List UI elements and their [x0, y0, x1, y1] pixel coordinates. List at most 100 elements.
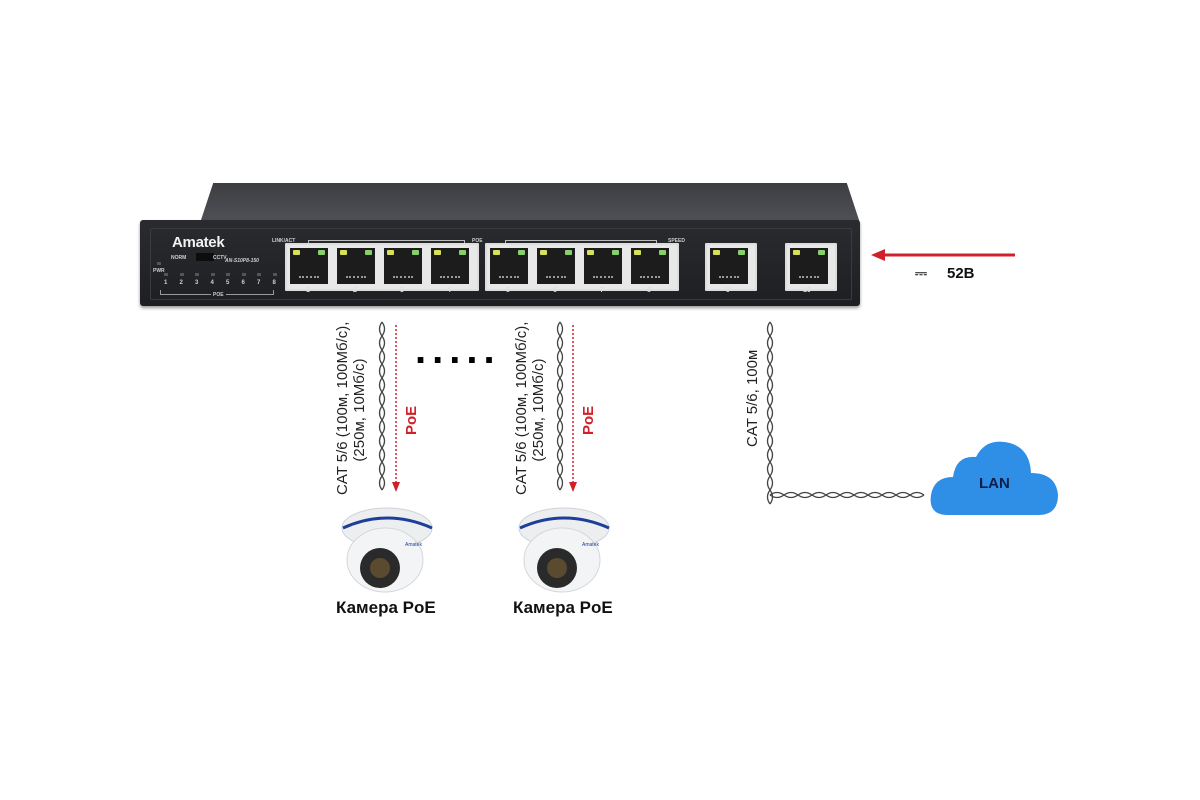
- poe-led-6: [241, 273, 246, 276]
- port-pins: [640, 276, 660, 280]
- camera-1-cable-line2: (250м, 10Мб/с): [351, 358, 368, 462]
- rj45-port-7[interactable]: [584, 248, 622, 284]
- port-number: 10: [803, 287, 811, 294]
- poe-led-7: [257, 273, 261, 276]
- rj45-port-6[interactable]: [537, 248, 575, 284]
- cable-strand: [769, 491, 925, 499]
- cable-strand: [769, 491, 925, 499]
- link-led: [293, 250, 300, 255]
- poe-led-1: [164, 273, 168, 276]
- camera-1-blue-stripe: [342, 516, 433, 530]
- link-led: [793, 250, 800, 255]
- port-pins: [799, 276, 819, 280]
- dome-camera-1: Amatek: [341, 507, 433, 593]
- camera-1-lens: [370, 558, 390, 578]
- camera-1-label: Камера PoE: [336, 598, 436, 617]
- more-cameras-ellipsis: .....: [415, 328, 501, 372]
- camera-1-brand: Amatek: [405, 542, 422, 548]
- switch-top-cover: [200, 183, 860, 223]
- rj45-port-1[interactable]: [290, 248, 328, 284]
- rj45-port-4[interactable]: [431, 248, 469, 284]
- port-number: 2: [353, 287, 357, 294]
- link-led: [387, 250, 394, 255]
- port-pins: [593, 276, 613, 280]
- port-number: 9: [726, 287, 730, 294]
- rj45-port-2[interactable]: [337, 248, 375, 284]
- poe-led-3: [195, 273, 199, 276]
- poe-group-label: POE: [472, 238, 483, 244]
- link-act-bracket: [308, 240, 465, 245]
- power-input-arrow: [871, 249, 1015, 261]
- mode-cctv-label: CCTV: [213, 255, 227, 261]
- rj45-port-10[interactable]: [790, 248, 828, 284]
- uplink-cable-vertical: [766, 321, 774, 505]
- poe-led-number: 8: [272, 280, 276, 286]
- dc-symbol: ⎓: [915, 265, 927, 282]
- power-arrowhead: [871, 249, 885, 261]
- port-number: 5: [506, 287, 510, 294]
- pwr-led: [157, 262, 161, 265]
- rj45-port-5[interactable]: [490, 248, 528, 284]
- camera-1-poe-label: PoE: [403, 405, 420, 435]
- camera-2-cable-line2: (250м, 10Мб/с): [530, 358, 547, 462]
- port-pins: [346, 276, 366, 280]
- camera-2-cable-line1: CAT 5/6 (100м, 100Мб/с),: [513, 321, 530, 495]
- cable-strand: [766, 321, 774, 505]
- link-led: [340, 250, 347, 255]
- mode-switch[interactable]: [196, 253, 214, 261]
- link-led: [713, 250, 720, 255]
- mode-norm-label: NORM: [171, 255, 187, 261]
- poe-led-number: 5: [226, 280, 230, 286]
- port-number: 6: [553, 287, 557, 294]
- camera-2-poe-arrow-head: [569, 482, 577, 492]
- cloud-shape: [930, 441, 1058, 515]
- link-led: [493, 250, 500, 255]
- cable-strand: [766, 321, 774, 505]
- speed-led: [318, 250, 325, 255]
- speed-led: [459, 250, 466, 255]
- poe-led-label: POE: [211, 292, 226, 298]
- uplink-cable-label: CAT 5/6, 100м: [744, 349, 761, 447]
- camera-2-cable-label: CAT 5/6 (100м, 100Мб/с), (250м, 10Мб/с): [513, 321, 547, 495]
- poe-led-8: [272, 273, 277, 276]
- camera-2-cable: [556, 321, 564, 491]
- port-number: 1: [306, 287, 310, 294]
- port-number: 3: [400, 287, 404, 294]
- camera-1-cable-label: CAT 5/6 (100м, 100Мб/с), (250м, 10Мб/с): [334, 321, 368, 495]
- port-number: 7: [600, 287, 604, 294]
- rj45-port-9[interactable]: [710, 248, 748, 284]
- port-pins: [440, 276, 460, 280]
- poe-led-number: 1: [164, 280, 168, 286]
- camera-1-cable: [378, 321, 386, 491]
- camera-2-lens: [547, 558, 567, 578]
- camera-1-poe-arrow-head: [392, 482, 400, 492]
- speed-led: [612, 250, 619, 255]
- link-led: [634, 250, 641, 255]
- speed-label: SPEED: [668, 238, 685, 244]
- camera-1-cable-line1: CAT 5/6 (100м, 100Мб/с),: [334, 321, 351, 495]
- lan-label: LAN: [979, 475, 1010, 492]
- lan-cloud: [930, 441, 1058, 515]
- poe-led-4: [210, 273, 215, 276]
- poe-led-2: [179, 273, 184, 276]
- camera-2-blue-stripe: [519, 516, 610, 530]
- link-led: [587, 250, 594, 255]
- poe-led-number: 7: [257, 280, 261, 286]
- port-number: 4: [447, 287, 451, 294]
- poe-led-number: 2: [179, 280, 183, 286]
- poe-led-5: [226, 273, 230, 276]
- camera-2-label: Камера PoE: [513, 598, 613, 617]
- rj45-port-8[interactable]: [631, 248, 669, 284]
- power-voltage: 52В: [947, 265, 975, 282]
- pwr-label: PWR: [153, 268, 165, 274]
- speed-led: [738, 250, 745, 255]
- rj45-port-3[interactable]: [384, 248, 422, 284]
- speed-led: [818, 250, 825, 255]
- link-act-label: LINK/ACT: [272, 238, 296, 244]
- poe-led-number: 4: [210, 280, 214, 286]
- speed-led: [412, 250, 419, 255]
- switch-model: AN-S10P8-150: [225, 258, 259, 264]
- switch-brand-logo: Amatek: [172, 234, 225, 251]
- port-pins: [393, 276, 413, 280]
